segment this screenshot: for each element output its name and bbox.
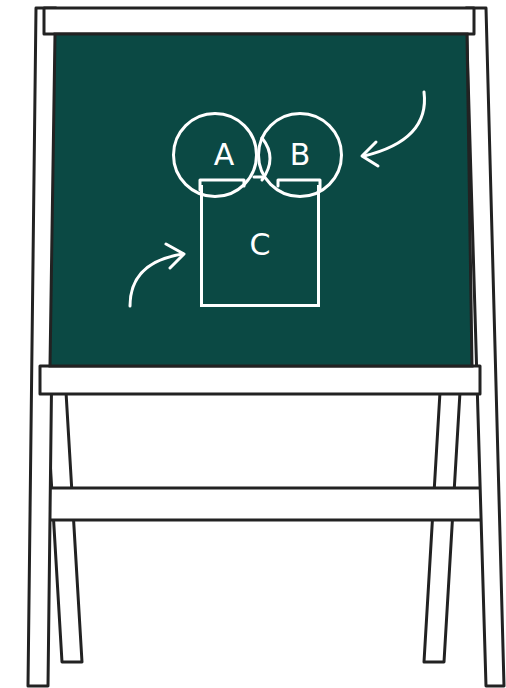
node-label: C <box>250 230 271 260</box>
board-ledge <box>40 366 480 394</box>
arrow-head <box>362 142 378 166</box>
easel-shelf <box>36 488 482 520</box>
chalkboard <box>50 34 472 366</box>
bracket <box>278 180 320 190</box>
chalk-mark <box>254 176 262 179</box>
arrow-head <box>166 244 184 268</box>
node-label: B <box>290 140 311 170</box>
venn-circle: B <box>257 112 343 198</box>
easel-leg <box>424 392 460 662</box>
board-top-rail <box>44 8 474 34</box>
node-label: A <box>214 140 235 170</box>
venn-circle: A <box>172 112 258 198</box>
square-box: C <box>200 185 320 307</box>
